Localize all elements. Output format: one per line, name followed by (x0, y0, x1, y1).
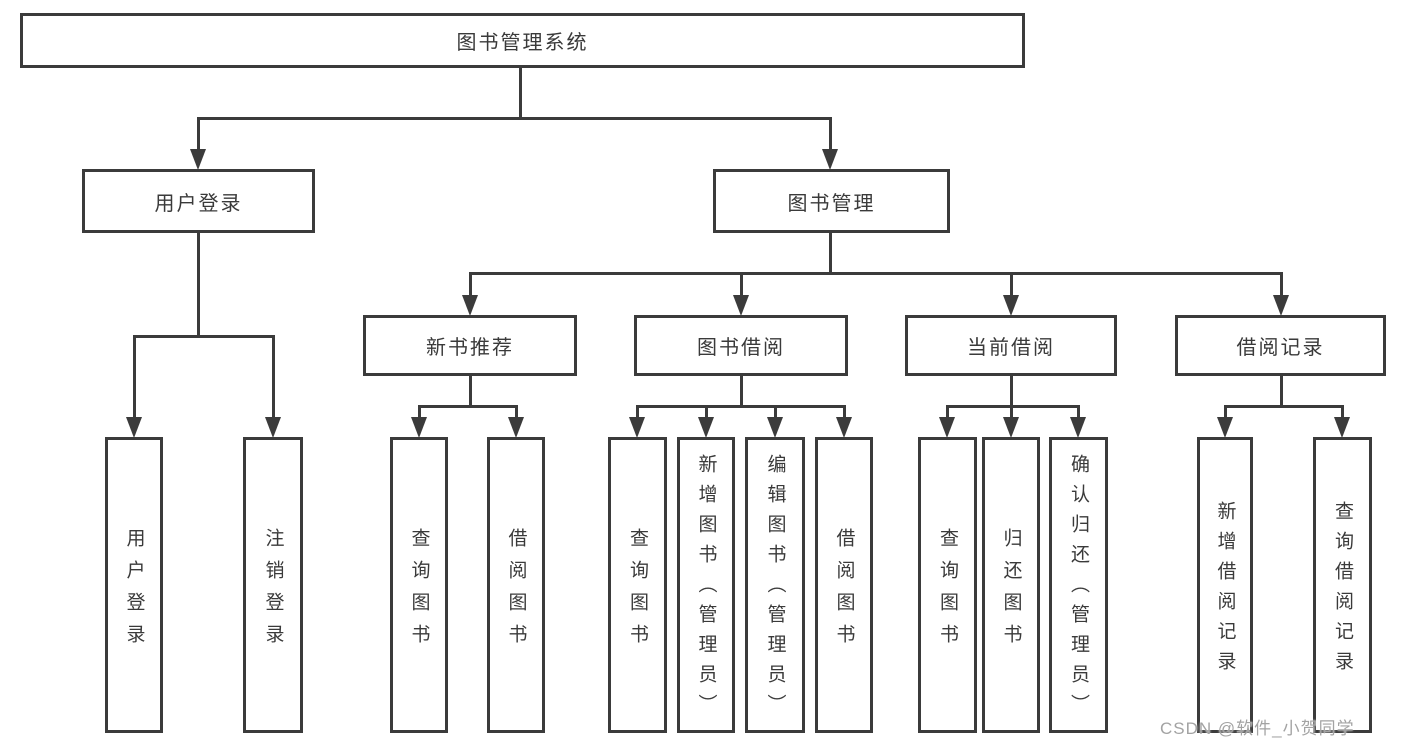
node-new-book-recommend: 新书推荐 (363, 315, 577, 376)
leaf-logout-label: 注销登录 (262, 527, 284, 656)
connector-root-bar (197, 117, 832, 120)
connector-drop-lvl3 (469, 272, 472, 299)
leaf-borrow-books-recommend-label: 借阅图书 (505, 527, 527, 656)
leaf-borrow-books-borrow-label: 借阅图书 (833, 527, 855, 656)
node-book-borrow: 图书借阅 (634, 315, 848, 376)
leaf-add-borrow-record: 新增借阅记录 (1197, 437, 1253, 733)
connector-book-management-stem (829, 231, 832, 274)
node-new-book-recommend-label: 新书推荐 (426, 337, 514, 359)
leaf-query-books-recommend-label: 查询图书 (408, 527, 430, 656)
connector-drop-leaf (1010, 405, 1013, 419)
connector-drop-leaf (946, 405, 949, 419)
arrow-down-icon (1334, 417, 1350, 438)
arrow-down-icon (462, 295, 478, 316)
leaf-borrow-books-borrow: 借阅图书 (815, 437, 873, 733)
connector-borrow-stem (740, 374, 743, 407)
connector-book-management-bar (470, 272, 1282, 275)
connector-user-login-bar (134, 335, 275, 338)
connector-drop-lvl3 (1280, 272, 1283, 299)
connector-drop-book-management (829, 117, 832, 151)
node-borrow-records-label: 借阅记录 (1236, 337, 1325, 359)
watermark: CSDN @软件_小贺同学 (1160, 719, 1355, 738)
arrow-down-icon (939, 417, 955, 438)
leaf-add-books-admin-label: 新增图书（管理员） (695, 454, 717, 724)
connector-records-bar (1225, 405, 1343, 408)
connector-drop-leaf (705, 405, 708, 419)
leaf-edit-books-admin-label: 编辑图书（管理员） (764, 454, 786, 724)
connector-drop-lvl3 (740, 272, 743, 299)
connector-drop-lvl3 (1010, 272, 1013, 299)
arrow-down-icon (1003, 417, 1019, 438)
leaf-query-books-recommend: 查询图书 (390, 437, 448, 733)
connector-drop-leaf (133, 335, 136, 419)
node-current-borrow-label: 当前借阅 (967, 337, 1055, 359)
node-borrow-records: 借阅记录 (1175, 315, 1386, 376)
arrow-down-icon (822, 149, 838, 170)
node-book-borrow-label: 图书借阅 (697, 337, 785, 359)
leaf-confirm-return-admin: 确认归还（管理员） (1049, 437, 1108, 733)
node-root-label: 图书管理系统 (456, 32, 589, 54)
node-user-login: 用户登录 (82, 169, 315, 233)
leaf-query-books-borrow: 查询图书 (608, 437, 667, 733)
arrow-down-icon (698, 417, 714, 438)
connector-records-stem (1280, 374, 1283, 407)
node-root: 图书管理系统 (20, 13, 1025, 68)
arrow-down-icon (836, 417, 852, 438)
node-current-borrow: 当前借阅 (905, 315, 1117, 376)
arrow-down-icon (190, 149, 206, 170)
connector-current-stem (1010, 374, 1013, 407)
leaf-edit-books-admin: 编辑图书（管理员） (745, 437, 805, 733)
connector-drop-leaf (272, 335, 275, 419)
node-book-management: 图书管理 (713, 169, 950, 233)
leaf-query-books-current-label: 查询图书 (937, 527, 958, 656)
arrow-down-icon (126, 417, 142, 438)
leaf-confirm-return-admin-label: 确认归还（管理员） (1068, 454, 1089, 724)
leaf-user-login: 用户登录 (105, 437, 163, 733)
connector-recommend-bar (419, 405, 517, 408)
connector-drop-leaf (1224, 405, 1227, 419)
connector-drop-leaf (418, 405, 421, 419)
connector-recommend-stem (469, 374, 472, 407)
connector-drop-user-login (197, 117, 200, 151)
leaf-query-books-borrow-label: 查询图书 (627, 527, 648, 656)
leaf-add-borrow-record-label: 新增借阅记录 (1214, 500, 1236, 681)
leaf-return-books-label: 归还图书 (1000, 527, 1022, 656)
arrow-down-icon (1003, 295, 1019, 316)
connector-drop-leaf (636, 405, 639, 419)
leaf-user-login-label: 用户登录 (123, 527, 145, 656)
leaf-borrow-books-recommend: 借阅图书 (487, 437, 545, 733)
leaf-query-borrow-record: 查询借阅记录 (1313, 437, 1372, 733)
leaf-query-books-current: 查询图书 (918, 437, 977, 733)
arrow-down-icon (1070, 417, 1086, 438)
arrow-down-icon (411, 417, 427, 438)
connector-user-login-stem (197, 231, 200, 337)
arrow-down-icon (1273, 295, 1289, 316)
arrow-down-icon (767, 417, 783, 438)
connector-borrow-bar (637, 405, 845, 408)
connector-drop-leaf (1077, 405, 1080, 419)
connector-drop-leaf (774, 405, 777, 419)
connector-current-bar (947, 405, 1079, 408)
connector-root-stem (519, 66, 522, 120)
leaf-return-books: 归还图书 (982, 437, 1040, 733)
arrow-down-icon (733, 295, 749, 316)
node-book-management-label: 图书管理 (787, 192, 876, 215)
arrow-down-icon (265, 417, 281, 438)
arrow-down-icon (1217, 417, 1233, 438)
leaf-add-books-admin: 新增图书（管理员） (677, 437, 735, 733)
connector-drop-leaf (843, 405, 846, 419)
leaf-query-borrow-record-label: 查询借阅记录 (1332, 500, 1353, 681)
arrow-down-icon (629, 417, 645, 438)
connector-drop-leaf (515, 405, 518, 419)
leaf-logout: 注销登录 (243, 437, 303, 733)
node-user-login-label: 用户登录 (154, 192, 243, 215)
arrow-down-icon (508, 417, 524, 438)
connector-drop-leaf (1341, 405, 1344, 419)
